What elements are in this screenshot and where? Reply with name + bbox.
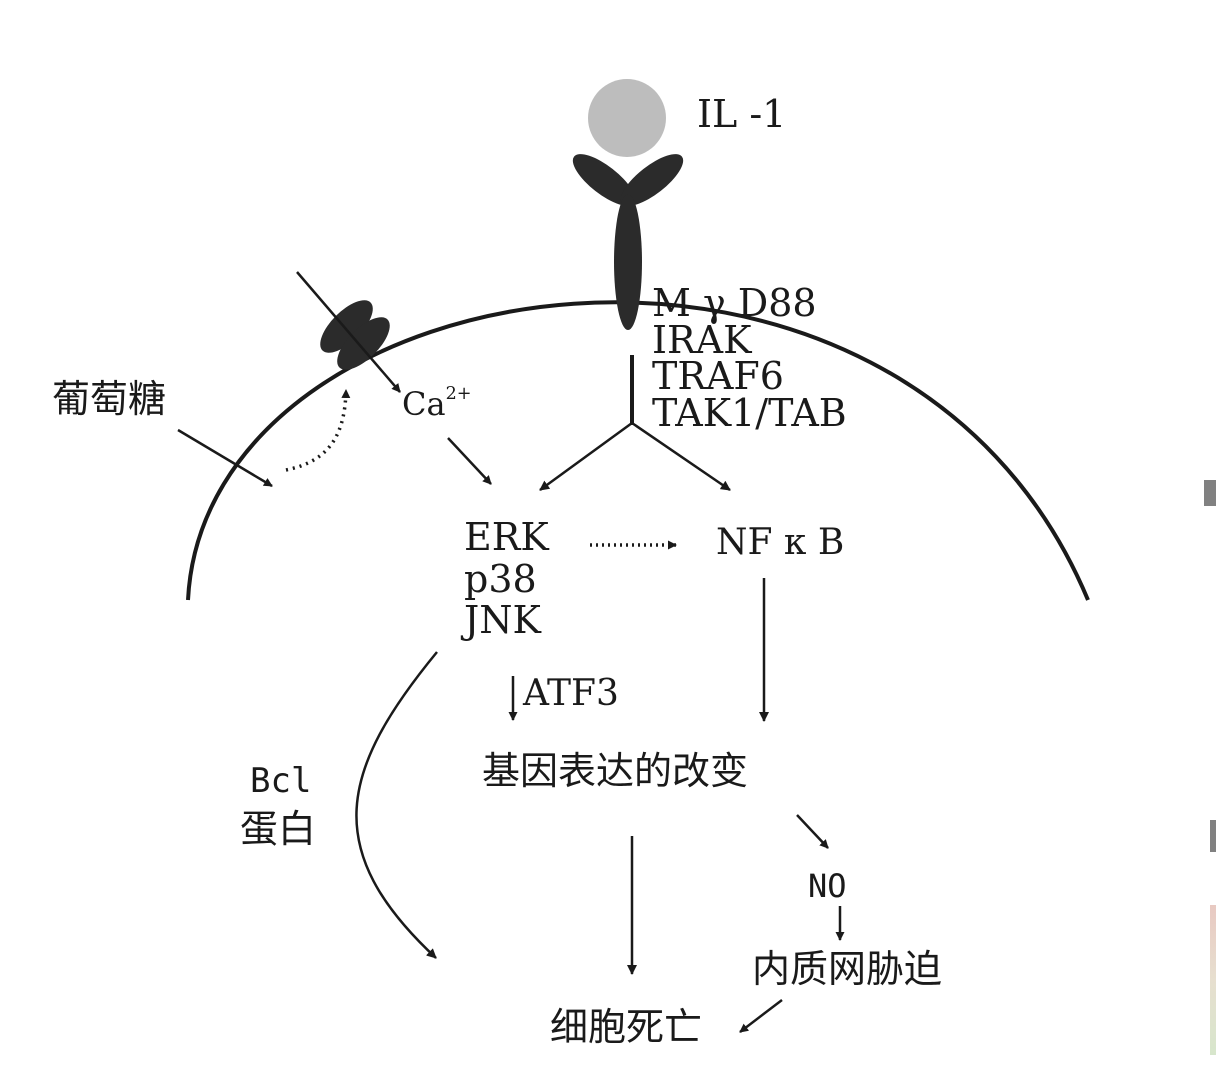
adaptor-myd88: M γ D88 (652, 281, 817, 325)
adaptor-irak: IRAK (652, 317, 752, 362)
kinase-erk: ERK (464, 515, 549, 559)
calcium-label-base: Ca (402, 385, 446, 423)
adaptor-tak1-tab: TAK1/TAB (652, 390, 847, 435)
calcium-to-kinases-arrow (447, 437, 492, 485)
edge-artifact-photo (1210, 905, 1216, 1055)
kinase-jnk: JNK (464, 598, 541, 643)
kinase-list: ERK p38 JNK (464, 516, 549, 642)
calcium-label: Ca2+ (402, 385, 472, 423)
il1-label: IL -1 (697, 92, 787, 136)
bcl-protein-label: 蛋白 (240, 807, 317, 851)
calcium-channel-shape (320, 300, 390, 370)
cell-death-label: 细胞死亡 (550, 1005, 703, 1049)
edge-artifact-middle (1210, 820, 1216, 852)
gene-expression-label: 基因表达的改变 (482, 749, 749, 793)
glucose-label: 葡萄糖 (52, 377, 167, 421)
cell-membrane (186, 300, 1090, 601)
il1-receptor-shape (572, 154, 684, 330)
adaptor-traf6: TRAF6 (652, 354, 784, 399)
gene-expression-to-no-arrow (796, 814, 829, 849)
calcium-influx-arrow (296, 271, 401, 393)
glucose-arrow (177, 428, 273, 488)
bcl-label: Bcl (250, 761, 312, 801)
er-stress-to-death-arrow (739, 999, 783, 1033)
no-label: NO (808, 867, 847, 905)
nfkb-label: NF κ B (716, 522, 845, 563)
atf3-label: ATF3 (523, 673, 619, 714)
il1-ligand-shape (588, 79, 666, 157)
calcium-label-charge: 2+ (445, 384, 472, 405)
kinase-p38: p38 (464, 556, 537, 601)
fork-to-kinases-arrow (539, 421, 633, 492)
fork-to-nfkb-arrow (631, 421, 731, 492)
adaptor-list: M γ D88 IRAK TRAF6 TAK1/TAB (652, 282, 847, 434)
bcl-pathway-curve-arrow (355, 651, 438, 959)
edge-artifact-top (1204, 480, 1216, 506)
er-stress-label: 内质网胁迫 (752, 947, 943, 991)
